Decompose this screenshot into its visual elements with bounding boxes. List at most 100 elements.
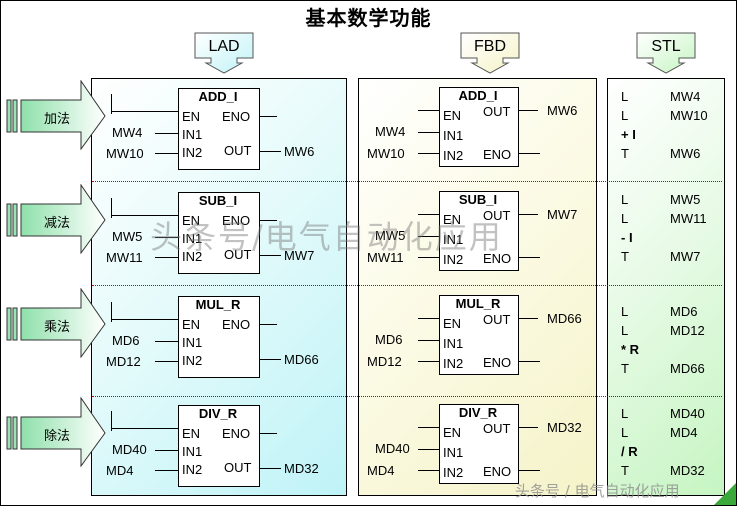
right-arrow-icon xyxy=(6,396,106,468)
watermark-corner: 头条号 / 电气自动化应用 xyxy=(515,482,680,500)
header-fbd-label: FBD xyxy=(474,38,506,55)
lad-power-rail xyxy=(111,411,112,431)
lad-function-box xyxy=(178,88,260,170)
fbd-en-pin: EN xyxy=(443,212,462,227)
header-lad-label: LAD xyxy=(208,38,240,55)
fbd-out-wire xyxy=(518,318,538,319)
lad-function-box xyxy=(178,192,260,274)
right-arrow-icon xyxy=(6,79,106,151)
stl-operand: MW5 xyxy=(670,192,701,207)
lad-in2-pin: IN2 xyxy=(182,353,203,368)
lad-out-wire xyxy=(259,255,281,256)
fbd-in2-operand: MW10 xyxy=(367,146,405,161)
stl-instruction: - I xyxy=(621,230,633,245)
lad-in1-operand: MD6 xyxy=(112,333,140,348)
fbd-block-name: MUL_R xyxy=(455,296,501,311)
lad-in1-operand: MW5 xyxy=(112,229,143,244)
stl-instruction: T xyxy=(621,249,629,264)
fbd-en-wire xyxy=(418,318,439,319)
fbd-out-pin: OUT xyxy=(483,421,511,436)
fbd-in2-wire xyxy=(418,257,439,258)
stl-instruction: + I xyxy=(621,127,636,142)
operation-arrow: 加法 xyxy=(4,79,108,151)
lad-in2-pin: IN2 xyxy=(182,249,203,264)
lad-eno-wire xyxy=(259,324,277,325)
lad-eno-pin: ENO xyxy=(222,213,251,228)
stl-operand: MD6 xyxy=(670,304,698,319)
fbd-en-pin: EN xyxy=(443,425,462,440)
lad-in1-operand: MW4 xyxy=(112,125,143,140)
lad-block-name: MUL_R xyxy=(195,297,241,312)
operation-label: 加法 xyxy=(44,112,71,127)
stl-instruction: T xyxy=(621,463,629,478)
fbd-out-pin: OUT xyxy=(483,104,511,119)
fbd-in2-operand: MD12 xyxy=(367,354,402,369)
fbd-in1-operand: MD6 xyxy=(375,332,403,347)
fbd-in1-operand: MD40 xyxy=(375,441,410,456)
stl-instruction: L xyxy=(621,108,629,123)
lad-power-rail xyxy=(111,198,112,218)
lad-power-rail xyxy=(111,302,112,322)
lad-in2-wire xyxy=(155,470,178,471)
lad-block-name: ADD_I xyxy=(198,89,238,104)
lad-eno-wire xyxy=(259,220,277,221)
lad-in2-wire xyxy=(155,153,178,154)
lad-out-pin: OUT xyxy=(224,143,252,158)
stl-instruction: L xyxy=(621,304,629,319)
lad-out-wire xyxy=(259,359,281,360)
fbd-en-wire xyxy=(418,110,439,111)
header-stl: STL xyxy=(636,32,696,74)
fbd-eno-pin: ENO xyxy=(483,464,512,479)
fbd-block-name: ADD_I xyxy=(458,88,498,103)
operation-arrow: 减法 xyxy=(4,183,108,255)
stl-operand: MW7 xyxy=(670,249,701,264)
stl-instruction: * R xyxy=(621,342,640,357)
lad-eno-pin: ENO xyxy=(222,109,251,124)
stl-operand: MW11 xyxy=(670,211,707,226)
fbd-function-box xyxy=(439,404,519,484)
lad-en-wire xyxy=(112,111,178,112)
fbd-function-box xyxy=(439,191,519,271)
fbd-in2-wire xyxy=(418,470,439,471)
row-separator xyxy=(92,396,722,397)
lad-out-operand: MW7 xyxy=(284,248,315,263)
fbd-in2-pin: IN2 xyxy=(443,148,464,163)
fbd-in1-operand: MW5 xyxy=(375,228,406,243)
operation-label: 除法 xyxy=(44,429,71,444)
watermark-center: 头条号/电气自动化应用 xyxy=(150,218,503,256)
fbd-in1-pin: IN1 xyxy=(443,128,464,143)
fbd-in1-pin: IN1 xyxy=(443,232,464,247)
stl-operand: MW6 xyxy=(670,146,701,161)
fbd-block-name: SUB_I xyxy=(458,192,498,207)
fbd-in1-pin: IN1 xyxy=(443,336,464,351)
lad-eno-wire xyxy=(259,116,277,117)
lad-eno-pin: ENO xyxy=(222,426,251,441)
fbd-en-pin: EN xyxy=(443,316,462,331)
lad-eno-wire xyxy=(259,433,277,434)
fbd-function-box xyxy=(439,295,519,375)
lad-in1-wire xyxy=(155,450,178,451)
fbd-in1-wire xyxy=(418,449,439,450)
lad-in1-wire xyxy=(155,341,178,342)
fbd-in2-pin: IN2 xyxy=(443,252,464,267)
operation-arrow: 乘法 xyxy=(4,287,108,359)
stl-instruction: L xyxy=(621,89,629,104)
stl-operand: MD66 xyxy=(670,361,705,376)
fbd-eno-wire xyxy=(518,153,540,154)
lad-in2-pin: IN2 xyxy=(182,145,203,160)
lad-out-wire xyxy=(259,468,281,469)
page-title: 基本数学功能 xyxy=(305,6,432,30)
lad-en-pin: EN xyxy=(182,213,201,228)
down-arrow-icon xyxy=(636,32,696,74)
lad-out-operand: MD32 xyxy=(284,461,319,476)
lad-en-wire xyxy=(112,215,178,216)
lad-in1-operand: MD40 xyxy=(112,442,147,457)
fbd-out-operand: MD32 xyxy=(547,420,582,435)
page-curl-corner xyxy=(714,483,736,505)
fbd-out-wire xyxy=(518,427,538,428)
lad-in1-wire xyxy=(155,237,178,238)
header-lad: LAD xyxy=(194,32,254,74)
fbd-out-wire xyxy=(518,214,538,215)
operation-label: 乘法 xyxy=(44,320,71,335)
lad-en-pin: EN xyxy=(182,317,201,332)
